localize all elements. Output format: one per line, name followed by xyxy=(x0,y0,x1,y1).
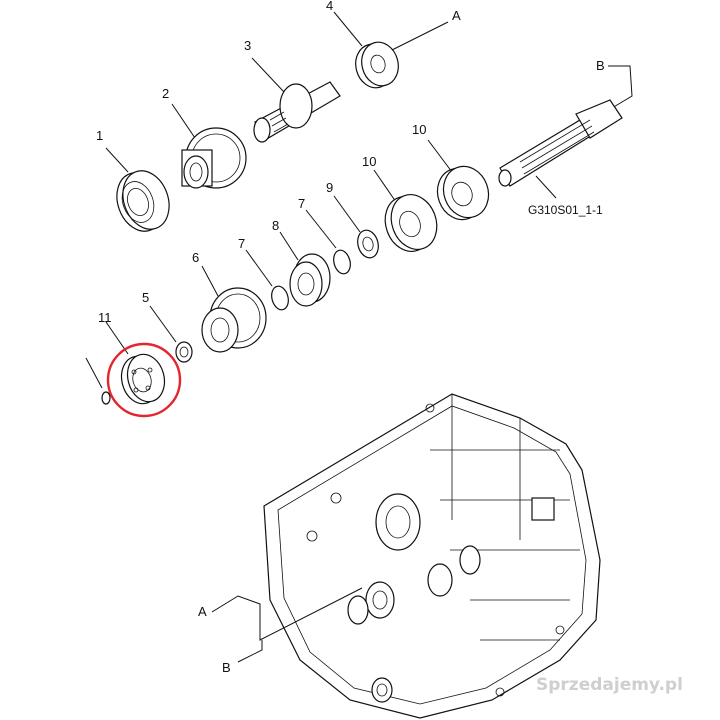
gear-part-8 xyxy=(279,231,331,307)
label-ref-a-top: A xyxy=(452,8,461,23)
watermark-text: Sprzedajemy.pl xyxy=(536,675,683,695)
clip-part xyxy=(85,357,111,405)
gear-part-2 xyxy=(171,103,247,189)
label-part-11: 11 xyxy=(98,310,112,325)
bearing-part-1 xyxy=(105,147,170,232)
diagram-code: G310S01_1-1 xyxy=(528,203,603,217)
bearing-part-4 xyxy=(333,11,399,89)
washer-part-5 xyxy=(149,305,193,363)
transmission-housing xyxy=(263,393,601,719)
reference-leaders-bottom xyxy=(211,587,363,663)
label-part-4: 4 xyxy=(326,0,333,13)
label-part-10-upper: 10 xyxy=(412,122,426,137)
gear-part-6 xyxy=(201,265,267,353)
leader-ref-a-top xyxy=(391,21,449,51)
label-part-7-lower: 7 xyxy=(238,236,245,251)
bearing-part-10-lower xyxy=(373,169,438,252)
label-part-10-lower: 10 xyxy=(362,154,376,169)
label-ref-b-top: B xyxy=(596,58,605,73)
label-part-3: 3 xyxy=(244,38,251,53)
label-part-2: 2 xyxy=(162,86,169,101)
main-shaft xyxy=(498,65,633,199)
label-part-5: 5 xyxy=(142,290,149,305)
label-part-9: 9 xyxy=(326,180,333,195)
snap-ring-part-7-upper xyxy=(305,209,351,275)
label-ref-b-bottom: B xyxy=(222,660,231,675)
label-part-1: 1 xyxy=(96,128,103,143)
bearing-part-11 xyxy=(105,321,166,405)
label-part-8: 8 xyxy=(272,218,279,233)
washer-part-9 xyxy=(333,195,379,259)
label-part-6: 6 xyxy=(192,250,199,265)
highlight-circle-part-11 xyxy=(106,342,182,418)
snap-ring-part-7-lower xyxy=(245,249,289,311)
watermark-logo: Sprzedajemy.pl xyxy=(536,675,683,695)
label-ref-a-bottom: A xyxy=(198,604,207,619)
shaft-part-3 xyxy=(251,57,341,143)
bearing-part-10-upper xyxy=(427,139,490,221)
label-part-7-upper: 7 xyxy=(298,196,305,211)
